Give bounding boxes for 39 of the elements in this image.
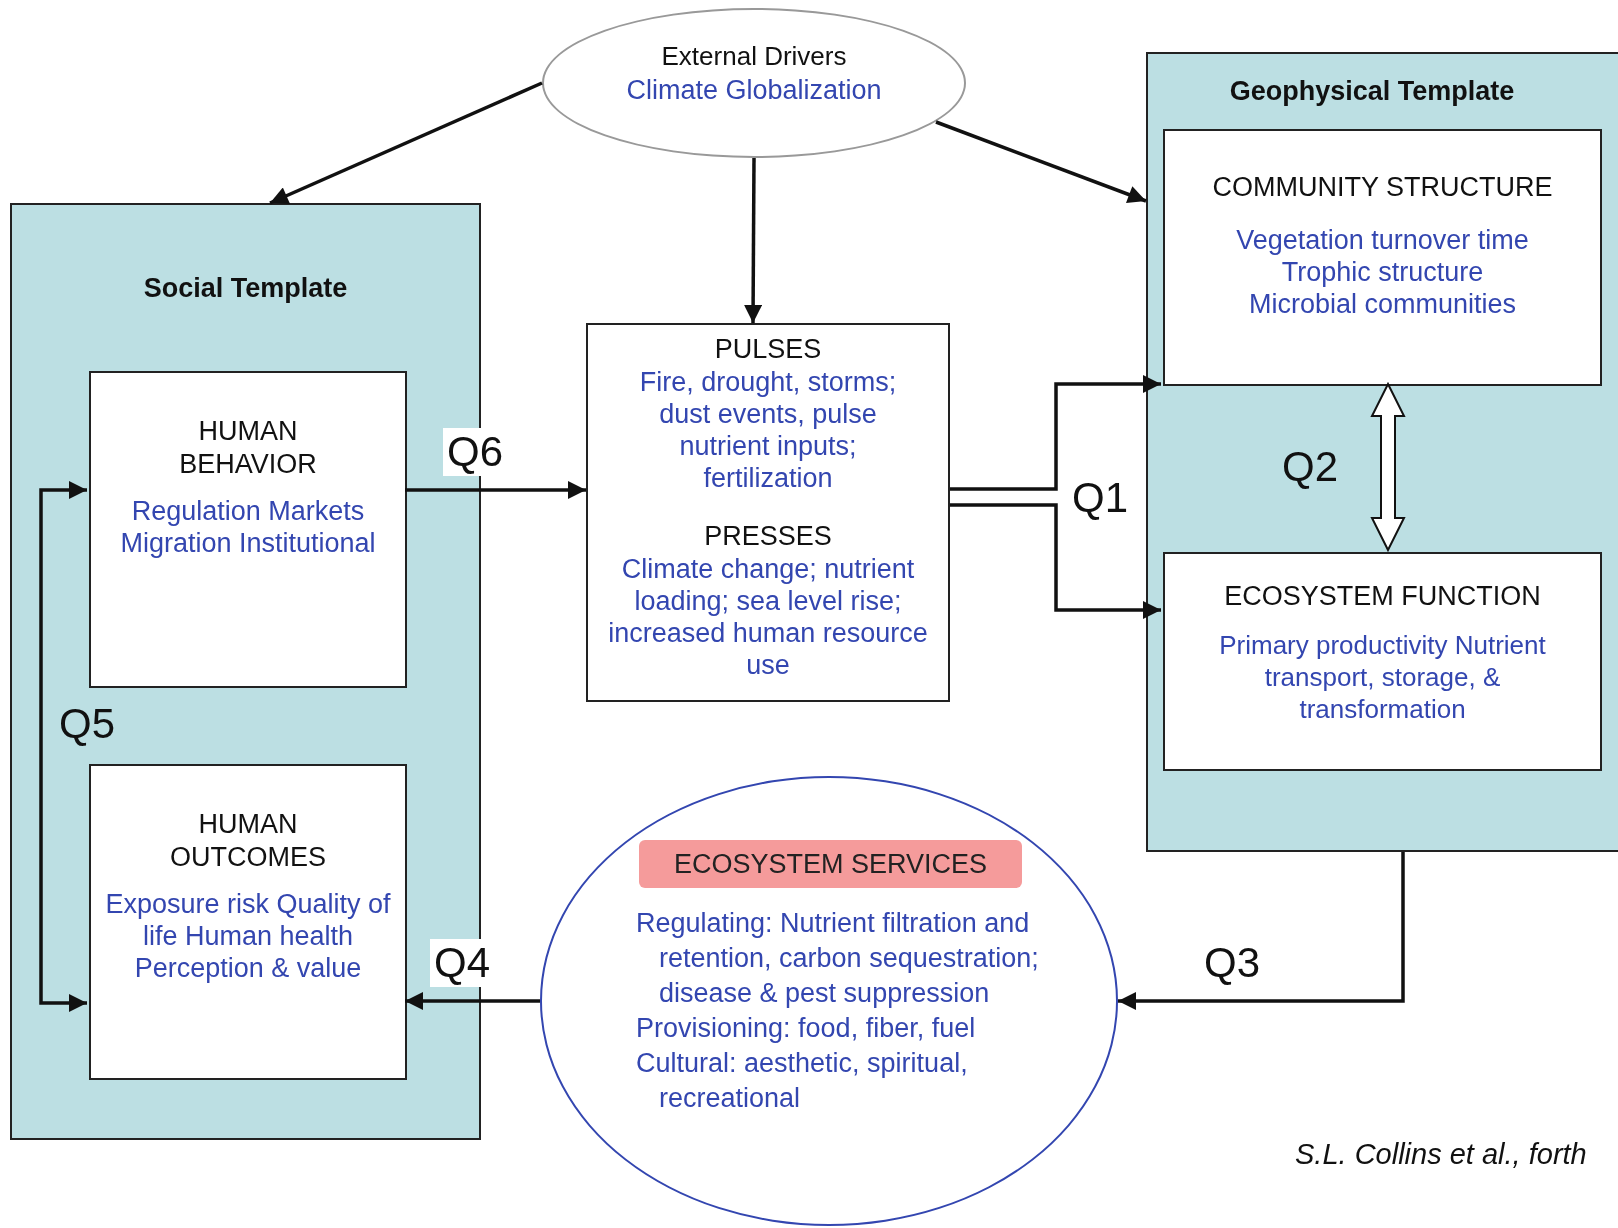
item-list: Primary productivity Nutrient transport, storage, & transformation — [1199, 629, 1566, 725]
template-panel — [1146, 52, 1618, 852]
arrow — [1118, 852, 1405, 1010]
panel-title: Social Template — [142, 273, 349, 304]
box-heading: ECOSYSTEM FUNCTION — [1223, 580, 1542, 613]
service-item: Cultural: aesthetic, spiritual, recreational — [636, 1047, 969, 1115]
process-box — [1163, 129, 1602, 386]
edge-label: Q2 — [1281, 443, 1340, 491]
box-heading: HUMAN OUTCOMES — [169, 808, 327, 874]
process-box — [586, 323, 950, 702]
driver-list: Climate Globalization — [544, 74, 964, 106]
services-heading: ECOSYSTEM SERVICES — [639, 840, 1022, 888]
ellipse-title: External Drivers — [660, 40, 848, 73]
box-heading: PULSES — [713, 333, 823, 366]
arrow — [950, 503, 1161, 619]
arrow — [744, 158, 763, 323]
box-heading: HUMAN BEHAVIOR — [178, 415, 318, 481]
edge-label: Q5 — [58, 700, 117, 748]
process-box — [89, 764, 407, 1080]
citation-caption: S.L. Collins et al., forth — [1295, 1138, 1587, 1171]
arrow — [405, 992, 540, 1010]
process-box — [89, 371, 407, 688]
box-heading: COMMUNITY STRUCTURE — [1211, 171, 1554, 204]
arrow — [39, 481, 87, 1012]
arrow — [269, 81, 543, 205]
item-list: Regulation Markets Migration Institutional — [101, 495, 395, 559]
service-item: Provisioning: food, fiber, fuel — [636, 1012, 977, 1045]
item-list: Exposure risk Quality of life Human health Perception & value — [101, 888, 395, 984]
arrow — [950, 375, 1161, 491]
box-heading: PRESSES — [703, 520, 833, 553]
service-item: Regulating: Nutrient filtration and retention, carbon sequestration; disease & pest suppression — [636, 907, 1040, 1010]
double-arrow — [1370, 381, 1406, 553]
item-list: Vegetation turnover time Trophic structure Microbial communities — [1225, 224, 1540, 320]
process-box — [1163, 552, 1602, 771]
item-list: Climate change; nutrient loading; sea level rise; increased human resource use — [602, 553, 934, 681]
panel-title: Geophysical Template — [1228, 76, 1516, 107]
item-list: Fire, drought, storms; dust events, pulse nutrient inputs; fertilization — [626, 366, 910, 494]
arrow — [935, 120, 1147, 204]
arrow — [405, 481, 586, 499]
